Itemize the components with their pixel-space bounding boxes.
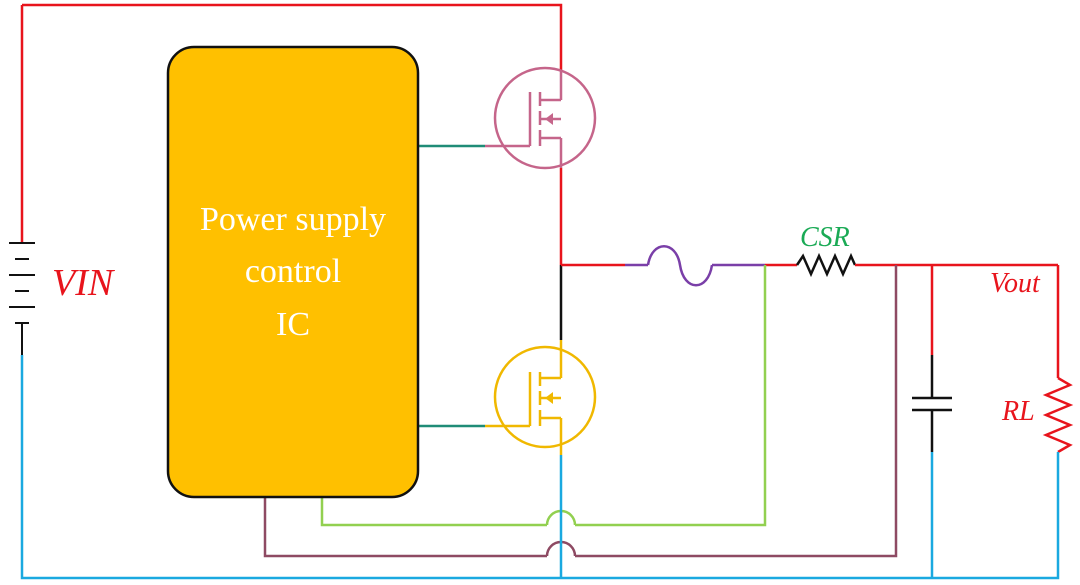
inductor (625, 245, 765, 287)
vin-label: VIN (52, 262, 116, 304)
ic-label-line-1: Power supply (200, 201, 386, 238)
battery-symbol (9, 5, 35, 355)
control-ic: Power supply control IC (166, 45, 420, 499)
vout-label: Vout (990, 268, 1041, 299)
output-capacitor (912, 265, 952, 578)
load-resistor (1042, 265, 1074, 454)
vin-rail (22, 3, 563, 70)
csr-resistor (765, 252, 1058, 278)
high-side-mosfet (485, 66, 597, 170)
ic-label-line-3: IC (276, 306, 310, 343)
ground-rail (20, 355, 1060, 580)
ic-label-line-2: control (245, 253, 341, 290)
csr-label: CSR (800, 222, 850, 253)
rl-label: RL (1001, 396, 1035, 427)
low-side-mosfet (485, 340, 597, 455)
